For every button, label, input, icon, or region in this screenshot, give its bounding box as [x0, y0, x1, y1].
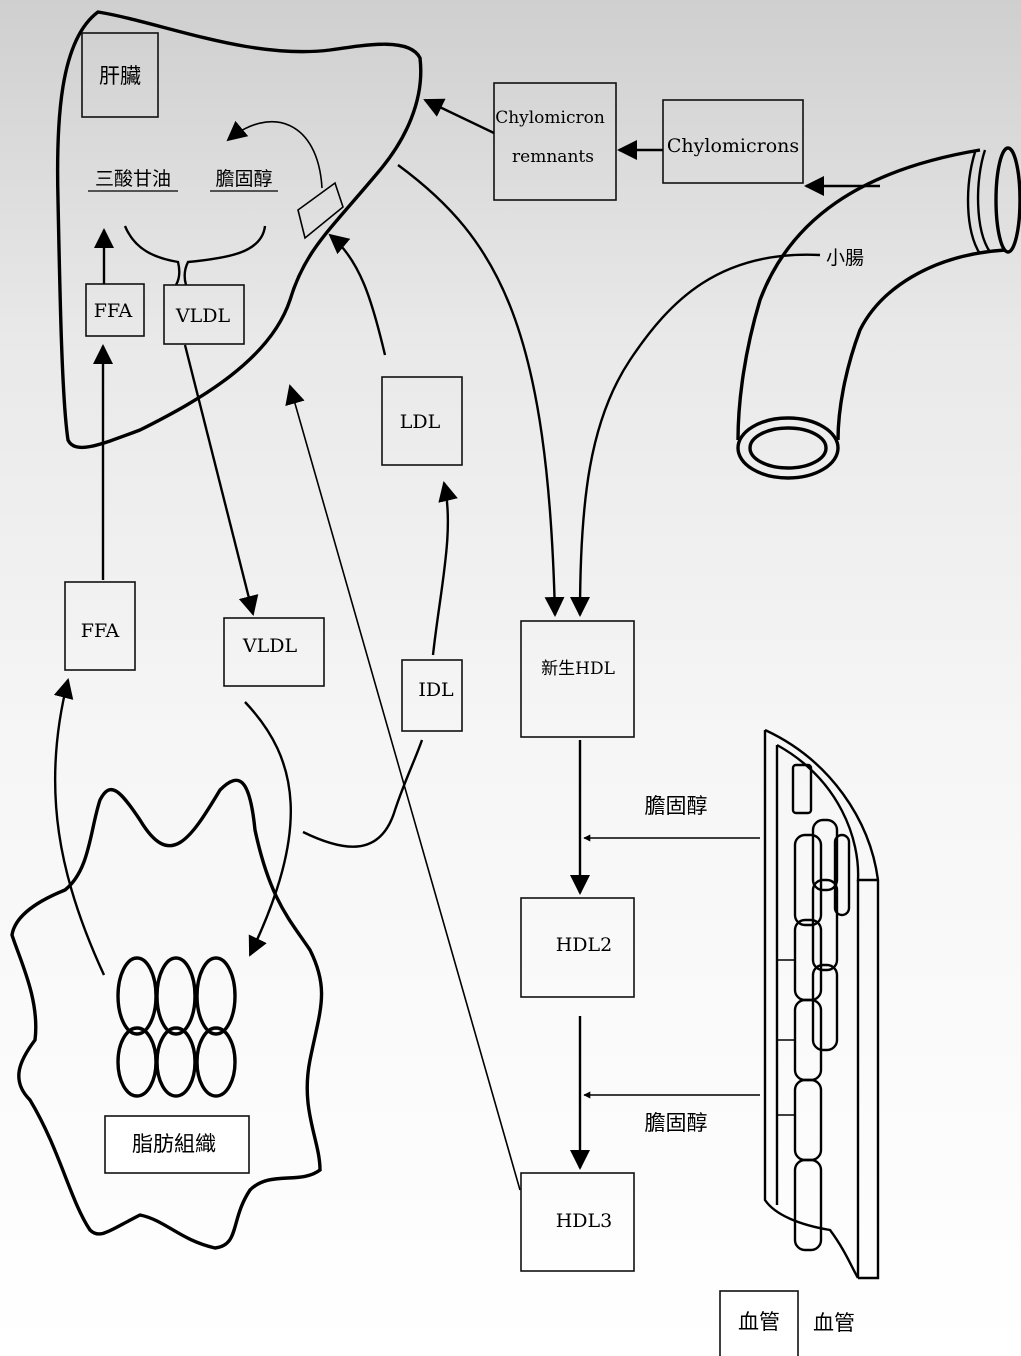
legend-text: 血管 — [813, 1311, 855, 1335]
ldl-receptor — [298, 183, 343, 238]
liver-cholesterol-label: 膽固醇 — [215, 168, 272, 190]
liver-ffa-label: FFA — [94, 300, 133, 322]
chylomicron-remnants-box — [494, 83, 616, 200]
idl-label: IDL — [418, 679, 454, 701]
adipose-label: 脂肪組織 — [132, 1132, 216, 1156]
liver-triglyceride-label: 三酸甘油 — [95, 168, 171, 190]
ldl-label: LDL — [400, 411, 441, 433]
vldl-branches — [125, 226, 265, 285]
small-intestine — [738, 148, 1020, 478]
nascent-hdl-box — [521, 621, 634, 737]
liver-vldl-label: VLDL — [175, 305, 231, 327]
hdl2-label: HDL2 — [556, 934, 613, 956]
chylomicrons-label: Chylomicrons — [667, 135, 799, 157]
small-intestine-label: 小腸 — [826, 247, 864, 269]
cholesterol-input-2: 膽固醇 — [645, 1111, 708, 1135]
chylomicron-remnants-line2: remnants — [512, 147, 594, 167]
blood-vessel — [765, 730, 878, 1278]
blood-ffa-label: FFA — [81, 620, 120, 642]
legend-box-label: 血管 — [738, 1310, 780, 1334]
blood-vldl-label: VLDL — [242, 635, 298, 657]
nascent-hdl-label: 新生HDL — [541, 659, 615, 679]
chylomicron-remnants-line1: Chylomicron — [495, 108, 605, 128]
liver-label: 肝臟 — [99, 64, 141, 88]
fat-cells — [118, 958, 235, 1096]
cholesterol-input-1: 膽固醇 — [645, 794, 708, 818]
adipose-outline — [12, 780, 322, 1248]
hdl3-label: HDL3 — [556, 1210, 613, 1232]
